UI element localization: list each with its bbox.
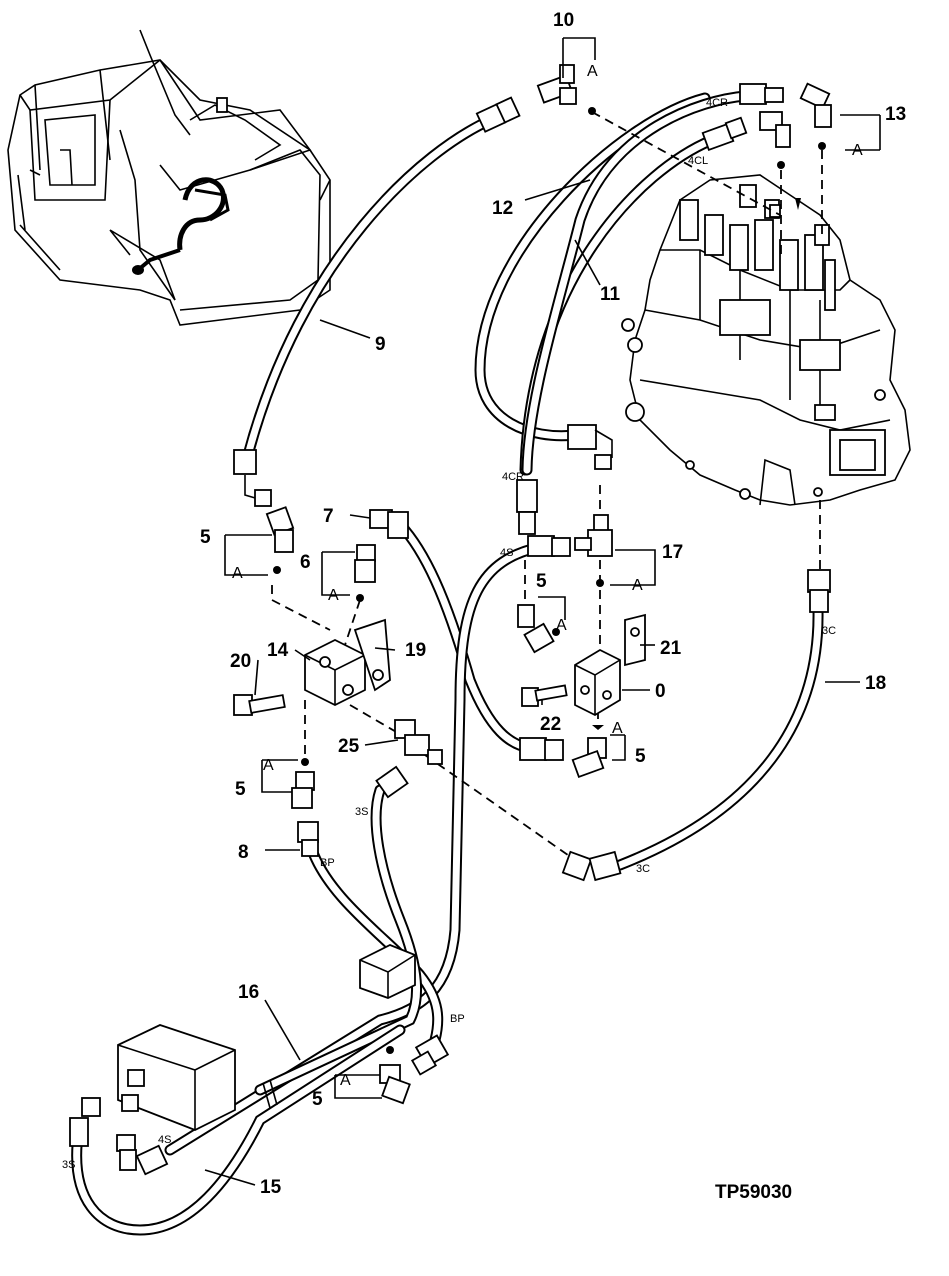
hose-label-3c-right: 3C (822, 625, 836, 637)
bolt-22 (521, 684, 568, 707)
hose-end-4cl-top (701, 116, 748, 152)
hose-end-11-elbow (567, 424, 613, 470)
leader-lines (204, 37, 881, 1186)
callout-18: 18 (865, 673, 886, 694)
elbow-fitting-5c (571, 725, 607, 779)
locator-hose-bundle (132, 177, 230, 275)
callout-6: 6 (300, 552, 311, 573)
hose-end-9-bottom (233, 449, 272, 507)
callout-7: 7 (323, 506, 334, 527)
ref-a-10: A (587, 63, 598, 80)
hose-label-3s-mid: 3S (355, 806, 368, 818)
hose-label-4s-bottom: 4S (158, 1134, 171, 1146)
callout-17: 17 (662, 542, 683, 563)
callout-0: 0 (655, 681, 666, 702)
ref-a-17: A (632, 577, 643, 594)
pilot-junction-block (359, 944, 416, 999)
elbow-fitting-5e (379, 1046, 411, 1105)
callout-5-bottom: 5 (312, 1089, 323, 1110)
hose-9 (242, 112, 501, 461)
adapter-fitting-6 (354, 544, 376, 602)
bracket-21 (624, 613, 646, 667)
hose-end-7-bottom (519, 737, 564, 761)
callout-19: 19 (405, 640, 426, 661)
callout-12: 12 (492, 198, 513, 219)
hose-label-4cl: 4CL (688, 155, 708, 167)
ref-a-5e: A (340, 1072, 351, 1089)
callout-5-right: 5 (635, 746, 646, 767)
manifold-block-14 (304, 638, 366, 707)
hose-end-8-bp-top (297, 821, 319, 857)
hose-label-3c-bottom: 3C (636, 863, 650, 875)
hose-end-3s-bottom (69, 1097, 101, 1147)
elbow-fitting-5d (291, 758, 315, 809)
callout-9: 9 (375, 334, 386, 355)
callout-20: 20 (230, 651, 251, 672)
callout-22: 22 (540, 714, 561, 735)
reference-a-labels: A A A A A A A A A (232, 63, 863, 1089)
hose-marking-labels: 4CR 4CL 4CR 4S 3C 3C 3S BP BP 4S 3S (62, 97, 836, 1171)
callout-8: 8 (238, 842, 249, 863)
elbow-fitting-12 (759, 111, 791, 169)
hose-label-bp-right: BP (450, 1013, 465, 1025)
valve-block-0 (574, 648, 621, 717)
hose-end-bp-bottom (410, 1034, 450, 1076)
pilot-valve-box (117, 1024, 236, 1131)
hose-end-3c-bottom (561, 850, 622, 882)
callout-5-center: 5 (536, 571, 547, 592)
callout-13: 13 (885, 104, 906, 125)
callout-5-lower-left: 5 (235, 779, 246, 800)
hose-end-9-top (475, 96, 521, 133)
bolt-20 (233, 694, 286, 716)
hose-end-4cr-bottom (516, 479, 538, 535)
ref-a-5c: A (612, 720, 623, 737)
ref-a-5d: A (263, 757, 274, 774)
elbow-fitting-5b (517, 604, 560, 654)
bracket-19 (353, 618, 391, 692)
callout-5-upper-left: 5 (200, 527, 211, 548)
control-valve-assembly (621, 174, 911, 506)
tee-fitting-10 (536, 64, 596, 115)
hose-label-bp-left: BP (320, 857, 335, 869)
callout-11: 11 (600, 284, 621, 305)
tee-fitting-17 (574, 514, 613, 587)
hose-4cr (521, 90, 751, 476)
ref-a-13: A (852, 142, 863, 159)
tee-fitting-25 (394, 719, 443, 765)
hose-clamp (262, 1079, 278, 1109)
hose-end-7 (369, 509, 409, 539)
callout-21: 21 (660, 638, 682, 659)
hose-label-3s-bottom: 3S (62, 1159, 75, 1171)
hose-label-4cr-top: 4CR (706, 97, 728, 109)
hose-end-3s-mid (375, 765, 409, 799)
hose-end-4cr-top (739, 83, 784, 105)
ref-a-5b: A (556, 617, 567, 634)
hose-label-4cr-mid: 4CR (502, 471, 524, 483)
hose-7 (399, 524, 536, 754)
callout-25: 25 (338, 736, 360, 757)
figure-id: TP59030 (715, 1182, 792, 1203)
hose-18 (614, 604, 824, 871)
callout-numbers: 10 13 12 11 9 7 5 6 17 5 14 19 20 21 0 1… (200, 10, 906, 1198)
ref-a-6: A (328, 587, 339, 604)
hose-end-18-top (807, 569, 831, 613)
hose-3s-mid (254, 784, 422, 1096)
hose-end-4s-bottom (116, 1134, 169, 1176)
callout-15: 15 (260, 1177, 282, 1198)
callout-10: 10 (553, 10, 574, 31)
ref-a-5a: A (232, 565, 243, 582)
elbow-fitting-5a (265, 506, 295, 574)
hose-label-4s-top: 4S (500, 547, 513, 559)
hose-15 (71, 1024, 406, 1236)
elbow-fitting-13 (799, 82, 832, 150)
callout-14: 14 (267, 640, 289, 661)
excavator-locator-illustration (7, 29, 331, 326)
hose-end-4s-top (527, 535, 571, 557)
callout-16: 16 (238, 982, 259, 1003)
